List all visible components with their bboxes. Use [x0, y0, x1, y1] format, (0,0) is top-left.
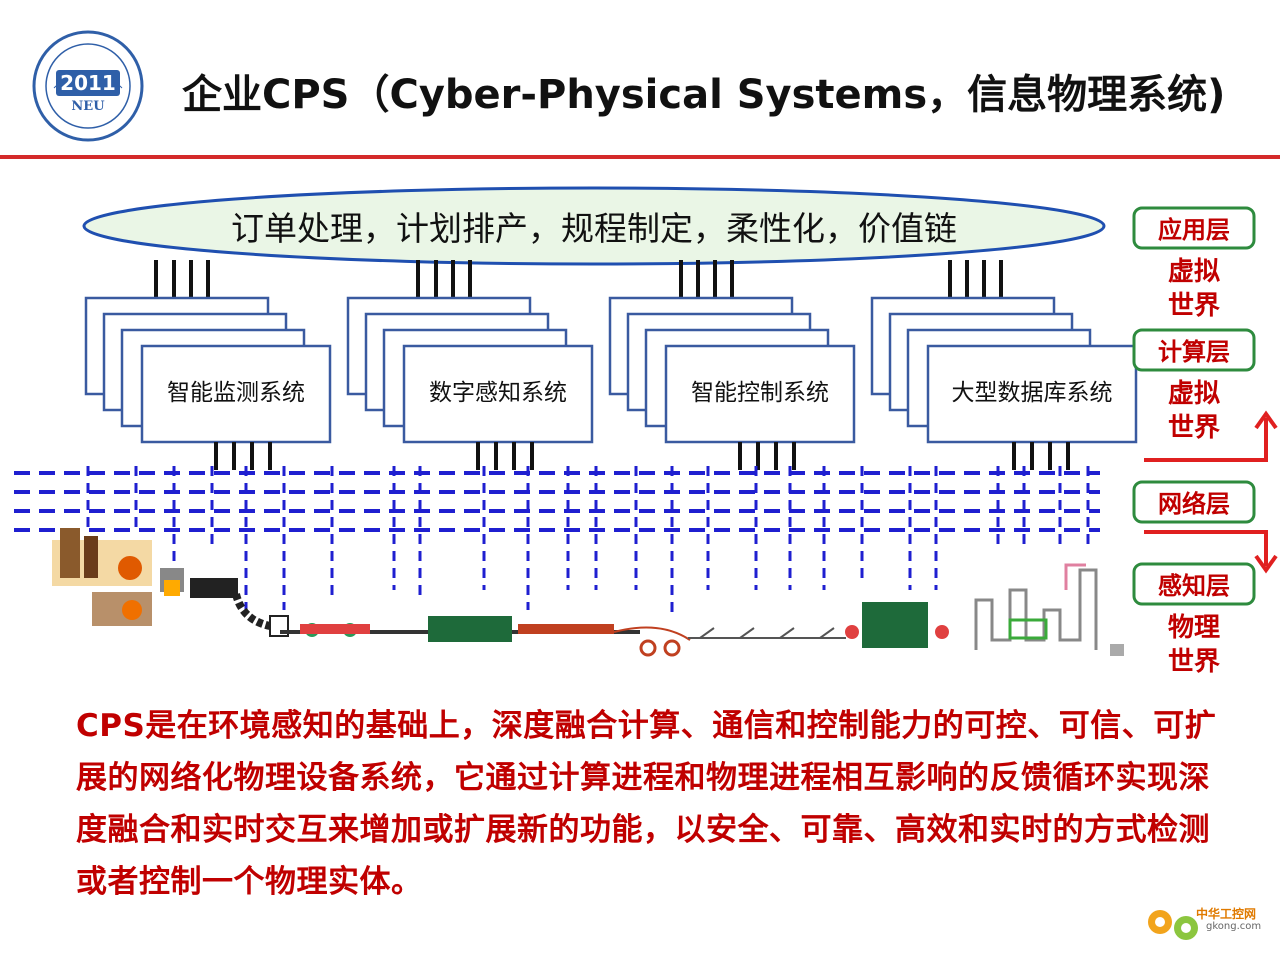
cps-diagram: 订单处理，计划排产，规程制定，柔性化，价值链 智能监测系统 数字感知系统 智能控…	[14, 186, 1278, 677]
neu-logo: 2011 NEU	[32, 30, 144, 142]
banner-text: 订单处理，计划排产，规程制定，柔性化，价值链	[231, 209, 957, 248]
system-label-database: 大型数据库系统	[952, 380, 1113, 406]
application-banner	[82, 186, 1106, 266]
system-stack-database	[870, 296, 1138, 444]
system-label-monitoring: 智能监测系统	[167, 380, 305, 406]
arrow-down-icon	[1144, 530, 1278, 574]
layer-application: 应用层	[1132, 206, 1256, 250]
system-stack-sensing	[346, 296, 594, 444]
virtual-world-2-line1: 虚拟	[1168, 379, 1220, 409]
physical-world-line2: 世界	[1168, 647, 1220, 677]
watermark-line1: 中华工控网	[1196, 907, 1257, 921]
layer-compute-label: 计算层	[1158, 338, 1230, 366]
physical-world-line1: 物理	[1168, 613, 1220, 643]
layer-network-label: 网络层	[1158, 490, 1230, 518]
layer-sensing: 感知层	[1132, 562, 1256, 606]
logo-abbr: NEU	[71, 99, 105, 114]
production-line	[52, 528, 1124, 657]
banner-connectors	[154, 260, 1003, 298]
layer-application-label: 应用层	[1158, 216, 1230, 244]
layer-compute: 计算层	[1132, 328, 1256, 372]
system-stack-monitoring	[84, 296, 332, 444]
virtual-world-1-line2: 世界	[1168, 291, 1220, 321]
cps-definition: CPS是在环境感知的基础上，深度融合计算、通信和控制能力的可控、可信、可扩展的网…	[76, 708, 1217, 900]
network-bus	[14, 471, 1100, 532]
title-divider	[0, 155, 1280, 159]
layer-sensing-label: 感知层	[1158, 572, 1230, 600]
system-label-sensing: 数字感知系统	[429, 380, 567, 406]
page-title: 企业CPS（Cyber-Physical Systems，信息物理系统)	[182, 72, 1226, 118]
virtual-world-1-line1: 虚拟	[1168, 257, 1220, 287]
network-drops	[86, 466, 1090, 615]
layer-network: 网络层	[1132, 480, 1256, 524]
virtual-world-2-line2: 世界	[1168, 413, 1220, 443]
arrow-up-icon	[1144, 410, 1278, 462]
system-label-control: 智能控制系统	[691, 380, 829, 406]
system-connectors	[214, 442, 1070, 470]
logo-year: 2011	[60, 71, 116, 95]
watermark-line2: gkong.com	[1206, 921, 1262, 932]
gkong-watermark-icon	[1148, 910, 1198, 940]
system-stack-control	[608, 296, 856, 444]
